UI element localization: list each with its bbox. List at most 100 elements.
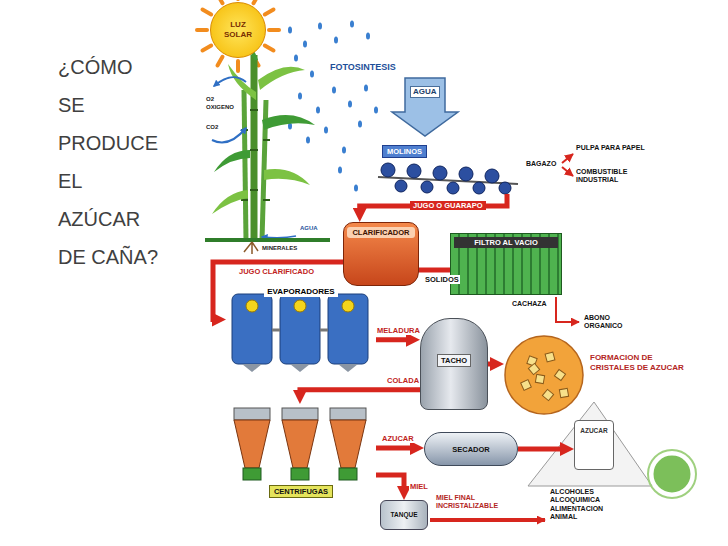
part-label: MINERALES [262,245,297,252]
rain-drops [306,137,310,144]
sugar-crystal [545,352,555,362]
clarifier-tank: CLARIFICADOR [343,222,419,286]
part-label: BAGAZO [526,160,556,168]
node-label: EVAPORADORES [264,287,337,297]
rain-drops [303,41,307,48]
dryer-drum: SECADOR [424,432,518,466]
part-label: CACHAZA [512,300,547,308]
flow-arrow [213,262,343,320]
evaporator-tanks [232,294,272,364]
sugar-crystal [559,388,568,397]
mill-rollers [381,163,511,194]
ground-and-roots [205,238,330,242]
sugarcane-plant [214,150,250,172]
sugarcane-plant [228,64,256,100]
rain-drops [374,107,378,114]
crystal-circle-outline [505,336,583,414]
node-label: AZUCAR [575,427,613,435]
evaporator-group: EVAPORADORES [226,280,376,368]
gas-arrows [214,77,246,86]
mill-group: MOLINOS [372,140,522,194]
flow-arrow [300,390,420,394]
rain-drops [334,37,338,44]
rain-drops [338,167,342,174]
mill-rollers [395,180,407,192]
node-label: LUZ SOLAR [221,20,255,39]
sugarcane-plant [244,90,246,240]
centrifuge-group: CENTRIFUGAS [226,404,376,500]
part-label: O2 [206,96,214,103]
rain-drops [354,185,358,192]
mill-rollers [407,164,421,178]
flow-label: SOLIDOS [424,275,460,284]
vacuum-pan: TACHO [420,318,488,410]
gas-arrows [262,236,296,238]
sugarcane-plant [264,169,310,185]
gas-arrows [212,77,296,238]
rain-drops [318,23,322,30]
crystal-circle-outline [504,335,584,415]
sugar-crystal [521,380,532,391]
rain-drops [288,27,292,34]
evaporator-tanks [272,329,328,332]
water-arrow [392,78,458,136]
mill-rollers [459,167,473,181]
mill-rollers [421,181,433,193]
sugar-crystal [554,369,565,380]
byproduct-arrows [562,154,573,163]
node-label: TACHO [437,354,471,367]
slide-ornament [652,454,692,494]
sun-rays [218,57,223,66]
water-arrow [392,78,458,136]
centrifuge-drums [234,408,270,420]
byproduct-arrows [562,167,573,176]
sugar-crystal [542,389,553,400]
evaporator-tanks [242,364,358,372]
rain-drops [298,93,302,100]
node-label: TANQUE [391,511,418,519]
centrifuge-drums [330,408,366,420]
part-label: FOTOSINTESIS [330,62,396,73]
slide-ornament [648,450,696,498]
vacuum-filter: FILTRO AL VACIO [450,233,562,295]
part-label: COMBUSTIBLE INDUSTRIAL [576,168,656,185]
slide-ornament [648,450,696,498]
node-label: FILTRO AL VACIO [454,237,558,248]
rain-drops [316,107,320,114]
flow-arrow [518,447,564,452]
evaporator-tanks [246,300,258,312]
centrifuge-drums [234,420,366,468]
sun-rays [197,28,207,32]
flow-label: JUGO CLARIFICADO [238,267,315,276]
flow-arrow [376,475,404,490]
sun-rays [265,10,274,15]
sugarcane-plant [258,67,305,90]
sugarcane-plant [212,190,248,214]
mill-rollers [447,182,459,194]
rain-drops [358,121,362,128]
node-label: MOLINOS [382,145,427,158]
rain-drops [350,21,354,28]
node-label: FORMACION DE CRISTALES DE AZUCAR [590,353,688,372]
node-label: CLARIFICADOR [347,227,415,238]
sun-circle: LUZ SOLAR [210,2,266,58]
part-label: MIEL FINAL INCRISTALIZABLE [436,494,528,511]
part-label: AGUA [300,225,318,232]
flow-label: JUGO O GUARAPO [410,201,486,210]
sun-rays [236,61,240,71]
flow-label: MIEL [409,482,429,491]
sugar-crystal [535,374,544,383]
part-label: PULPA PARA PAPEL [576,144,646,152]
part-label: AGUA [410,86,440,98]
flow-arrow [376,445,414,450]
sugarcane-plant [251,55,258,240]
evaporator-tanks [328,294,368,364]
mill-rollers [381,163,395,177]
crystal-circle: FORMACION DE CRISTALES DE AZUCAR [504,335,690,415]
molasses-tank: TANQUE [380,500,428,530]
sugarcane-plant [262,115,315,130]
part-label: ALCOHOLES ALCOQUIMICA ALIMENTACION ANIMA… [550,488,630,522]
mill-rollers [485,169,499,183]
flow-label: MELADURA [376,326,421,335]
sugar-crystal [528,363,539,374]
